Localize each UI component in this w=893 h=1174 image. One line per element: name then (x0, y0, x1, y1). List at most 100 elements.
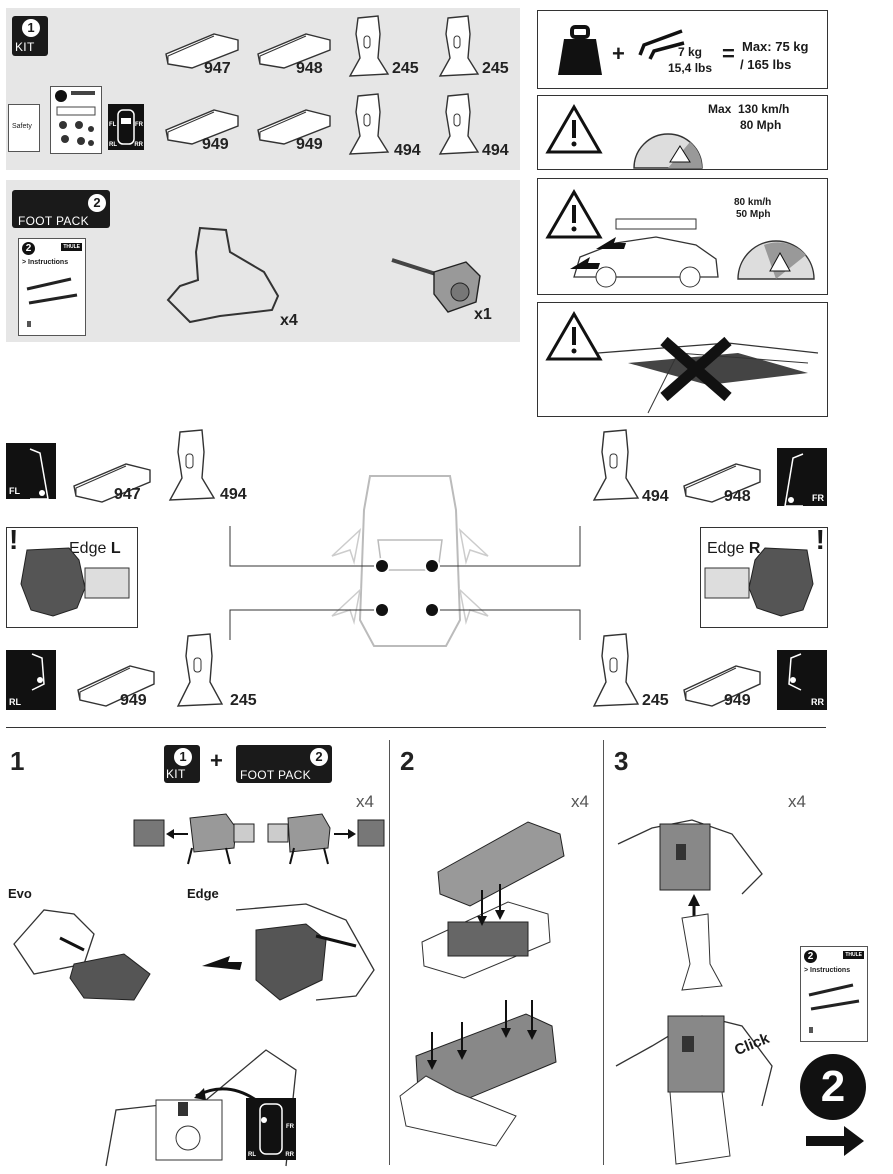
next-arrow-icon (806, 1126, 864, 1156)
safety-booklet-label: Safety (12, 123, 32, 130)
load-max: Max: 75 kg (742, 39, 809, 54)
roofbar-icon (638, 29, 685, 60)
load-weight: 7 kg (678, 45, 703, 59)
foot-245b-label: 245 (482, 60, 509, 77)
rl-foot-label: 245 (230, 692, 257, 709)
load-box: + 7 kg 15,4 lbs = Max: 75 kg / 165 lbs (537, 10, 828, 89)
load-weight-lbs: 15,4 lbs (668, 61, 713, 75)
section-divider (6, 727, 826, 728)
step2-pad-onto-foot-drawing (421, 821, 565, 979)
warning-triangle-icon-3 (545, 311, 603, 361)
pad-947-label: 947 (204, 60, 231, 77)
map-rr: RR (134, 142, 143, 148)
map-rl: RL (109, 142, 117, 148)
kit-badge-label: KIT (15, 40, 35, 54)
car-side-rl-icon (31, 653, 45, 691)
load-equals: = (722, 41, 735, 66)
step2-press-drawing (399, 1000, 557, 1147)
car-side-rr-icon (788, 653, 802, 691)
load-max-lbs: / 165 lbs (740, 57, 792, 72)
step3-click-drawing (615, 1015, 773, 1165)
step1-disassembly-drawing (133, 813, 385, 865)
long-load-speed-line1: 80 km/h (734, 197, 772, 208)
long-load-box: 80 km/h 50 Mph (537, 178, 828, 295)
foot-outline-drawing (166, 226, 280, 324)
fl-foot-label: 494 (220, 486, 247, 503)
fr-pad-drawing (683, 463, 761, 503)
step1-map-rr: RR (285, 1152, 294, 1158)
foot-494a-label: 494 (394, 142, 421, 159)
foot-pack-booklet: 2 THULE > Instructions (18, 238, 86, 336)
step1-plus: + (210, 748, 223, 773)
tool-key-drawing (391, 258, 481, 313)
kit-instruction-sheet (50, 86, 102, 154)
corner-rr-icon: RR (777, 650, 827, 710)
speedometer-icon (633, 133, 703, 169)
pad-949a-drawing (165, 109, 239, 145)
fr-pad-label: 948 (724, 488, 751, 505)
edge-l-side: L (110, 540, 121, 557)
car-topview-drawing (229, 475, 581, 647)
edge-r-side: R (748, 540, 761, 557)
step3-booklet-text: > Instructions (804, 967, 851, 974)
step1-map-fr: FR (286, 1124, 294, 1130)
corner-fr-label: FR (812, 493, 824, 503)
step1-mount-drawing (105, 1049, 297, 1167)
tool-qty: x1 (474, 306, 492, 323)
step1-edge-label: Edge (187, 886, 219, 901)
foot-pack-badge-label: FOOT PACK (18, 214, 89, 228)
foot-pack-badge: 2 FOOT PACK (12, 190, 110, 228)
step3-qty: x4 (788, 792, 806, 811)
weight-icon (558, 25, 602, 75)
edge-r-foot-drawing (704, 547, 814, 617)
pad-948-label: 948 (296, 60, 323, 77)
edge-r-text: Edge R (707, 540, 760, 558)
pad-949b-label: 949 (296, 136, 323, 153)
edge-l-exclamation: ! (9, 524, 19, 555)
booklet-text: > Instructions (22, 259, 69, 266)
step1-kit-badge: 1 KIT (164, 745, 200, 783)
step1-qty: x4 (356, 792, 374, 811)
step1-foot-pack-badge: 2 FOOT PACK (236, 745, 332, 783)
next-step-badge: 2 (800, 1054, 866, 1120)
instruction-sheet-drawing (55, 90, 96, 146)
safety-booklet: Safety (8, 104, 40, 152)
rr-foot-drawing (592, 633, 640, 707)
foot-494b-label: 494 (482, 142, 509, 159)
roofbar-drawing (26, 277, 78, 327)
step3-roofbar-drawing (808, 983, 860, 1033)
rr-pad-label: 949 (724, 692, 751, 709)
fl-foot-drawing (168, 429, 216, 501)
rl-foot-drawing (176, 633, 224, 707)
fl-pad-drawing (73, 463, 151, 503)
rl-pad-label: 949 (120, 692, 147, 709)
edge-l-text: Edge L (69, 540, 121, 558)
step3-foot-insert-drawing (617, 819, 763, 991)
foot-qty: x4 (280, 312, 298, 329)
pad-949a-label: 949 (202, 136, 229, 153)
corner-fl-icon: FL (6, 443, 56, 500)
corner-rr-label: RR (811, 697, 824, 707)
pad-949b-drawing (257, 109, 331, 145)
next-step-number: 2 (820, 1062, 846, 1111)
step-3-number: 3 (614, 746, 629, 776)
step1-evo-drawing (13, 909, 151, 1001)
booklet-brand: THULE (61, 243, 82, 251)
edge-l-word: Edge (69, 540, 111, 557)
rl-pad-drawing (77, 665, 155, 707)
step2-qty: x4 (571, 792, 589, 811)
step1-map-rl: RL (248, 1152, 256, 1158)
corner-rl-icon: RL (6, 650, 56, 710)
speedometer-icon-2 (737, 240, 815, 280)
speed-limit-box: Max 130 km/h 80 Mph (537, 95, 828, 170)
step1-foot-pack-label: FOOT PACK (240, 768, 311, 782)
car-side-fr-icon (784, 453, 804, 507)
edge-l-box: ! Edge L (6, 524, 138, 628)
foot-245a-drawing (348, 15, 390, 77)
step1-kit-number: 1 (174, 748, 192, 766)
corner-rl-label: RL (9, 697, 21, 707)
long-load-speed-line2: 50 Mph (736, 209, 771, 220)
step1-kit-label: KIT (166, 767, 186, 781)
edge-r-box: ! Edge R (700, 524, 828, 628)
step-1-number: 1 (10, 746, 25, 776)
